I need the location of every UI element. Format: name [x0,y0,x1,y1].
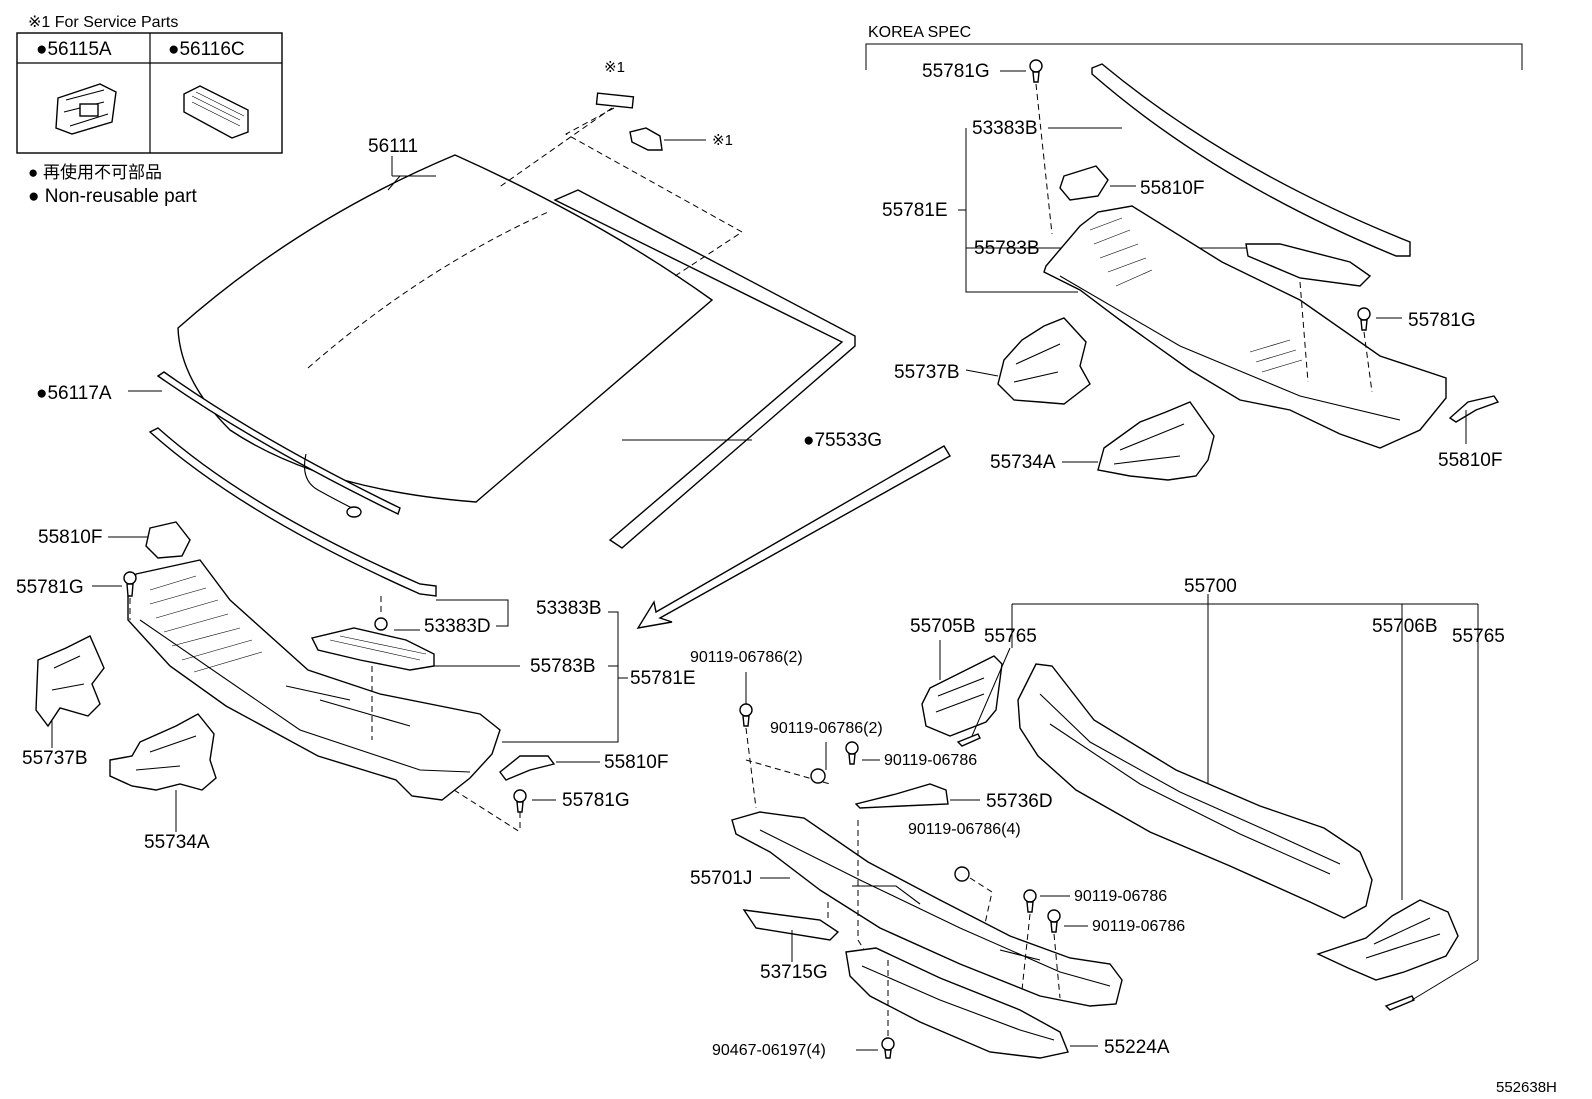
label-k55810F-bottom: 55810F [1438,450,1502,471]
cowl-panel-left [127,559,501,801]
korea-clip-55781G-top [1029,59,1053,235]
label-75533G: ●75533G [803,430,882,451]
service-parts-table: ●56115A ●56116C [16,32,283,154]
label-55783B-left: 55783B [530,656,596,677]
bolt-90119-top [739,672,831,809]
label-55765-right: 55765 [1452,626,1505,647]
clip-56115A-drawing [55,83,117,135]
label-55224A: 55224A [1104,1037,1170,1058]
label-55781G-left-bottom: 55781G [562,790,630,811]
service-part-56115A: ●56115A [36,39,112,60]
label-k55781G-right: 55781G [1408,310,1476,331]
label-55810F-left-top: 55810F [38,527,102,548]
bolt-90119-b [1021,889,1070,991]
label-53383B-left: 53383B [536,598,602,619]
clip-55781G-left-bottom [453,789,527,833]
cover-55224A [845,947,1069,1059]
label-55705B: 55705B [910,616,976,637]
clip-55810F-left-bottom [499,755,556,781]
label-bolt-90119-4: 90119-06786(4) [908,821,1021,838]
molding-56117A [156,371,401,515]
korea-clip-55810F-bottom [1448,395,1500,423]
marker-1-right: ※1 [712,132,733,149]
korea-weatherstrip-53383B [1091,63,1411,257]
label-55734A-left: 55734A [144,832,210,853]
bolt-90119-4 [954,866,993,929]
label-k55783B: 55783B [974,238,1040,259]
wire-harness [303,453,362,518]
cowl-outer-panel-55700 [1017,663,1373,919]
label-56111: 56111 [368,136,418,157]
label-55706B: 55706B [1372,616,1438,637]
service-part-56116C: ●56116C [168,39,245,60]
label-55736D: 55736D [986,791,1053,812]
bracket-55706B [1316,899,1459,981]
korea-spec-arrow [636,445,951,629]
label-53715G: 53715G [760,962,828,983]
korea-clip-55781G-right [1357,307,1373,393]
windshield-glass [177,154,714,503]
bolt-90467 [856,960,895,1059]
clip-55781G-left [123,571,137,620]
service-parts-note: ※1 For Service Parts [28,14,178,31]
label-k55734A: 55734A [990,452,1056,473]
korea-clip-55810F-top [1059,165,1109,201]
label-bolt-90119-c: 90119-06786 [1092,918,1185,935]
clip-56116C-drawing [183,85,249,139]
strip-55765-left [956,647,1011,747]
label-bolt-90467: 90467-06197(4) [712,1042,826,1059]
clip-55810F-left [145,521,191,559]
legend-non-reusable: ● Non-reusable part [28,186,198,207]
bracket-55736D [854,783,980,809]
label-56117A: ●56117A [36,383,112,404]
bracket-55737B-left [35,635,105,728]
label-55701J: 55701J [690,868,752,889]
label-k53383B: 53383B [972,118,1038,139]
korea-bracket-55737B [997,317,1091,405]
label-55781E-left: 55781E [630,668,696,689]
label-53383D: 53383D [424,616,491,637]
windshield-molding-75533G [553,189,856,549]
korea-deflector-55783B [1245,243,1372,383]
bolt-90119-c [1047,909,1088,999]
clip-53383D [371,596,388,740]
label-k55781G-top: 55781G [922,61,990,82]
label-k55781E: 55781E [882,200,948,221]
service-clip-marker-group [497,92,743,279]
bolt-90119-mid [810,741,880,784]
label-k55737B: 55737B [894,362,960,383]
label-55810F-left-bottom: 55810F [604,752,668,773]
label-55765-left: 55765 [984,626,1037,647]
label-55737B-left: 55737B [22,748,88,769]
legend-japanese: ● 再使用不可部品 [28,162,162,182]
weatherstrip-53383B-left [148,427,437,597]
seal-55734A-left [109,713,217,791]
strip-55765-right [1384,959,1479,1011]
korea-seal-55734A [1097,401,1215,481]
label-bolt-90119-b: 90119-06786 [1074,888,1167,905]
label-55700: 55700 [1184,576,1237,597]
korea-spec-title: KOREA SPEC [868,24,971,41]
deflector-55783B-left [310,627,435,671]
bracket-55705B [921,640,1003,737]
label-bolt-90119-2-mid: 90119-06786(2) [770,720,883,737]
label-k55810F-top: 55810F [1140,178,1204,199]
cowl-inner-panel-55701J [731,811,1123,1007]
marker-1-top: ※1 [604,59,625,76]
korea-cowl-panel [1043,205,1447,449]
label-bolt-90119-2-top: 90119-06786(2) [690,649,803,666]
seal-53715G [742,820,869,962]
label-bolt-90119-a: 90119-06786 [884,752,977,769]
diagram-id: 552638H [1496,1079,1557,1096]
label-55781G-left-top: 55781G [16,577,84,598]
